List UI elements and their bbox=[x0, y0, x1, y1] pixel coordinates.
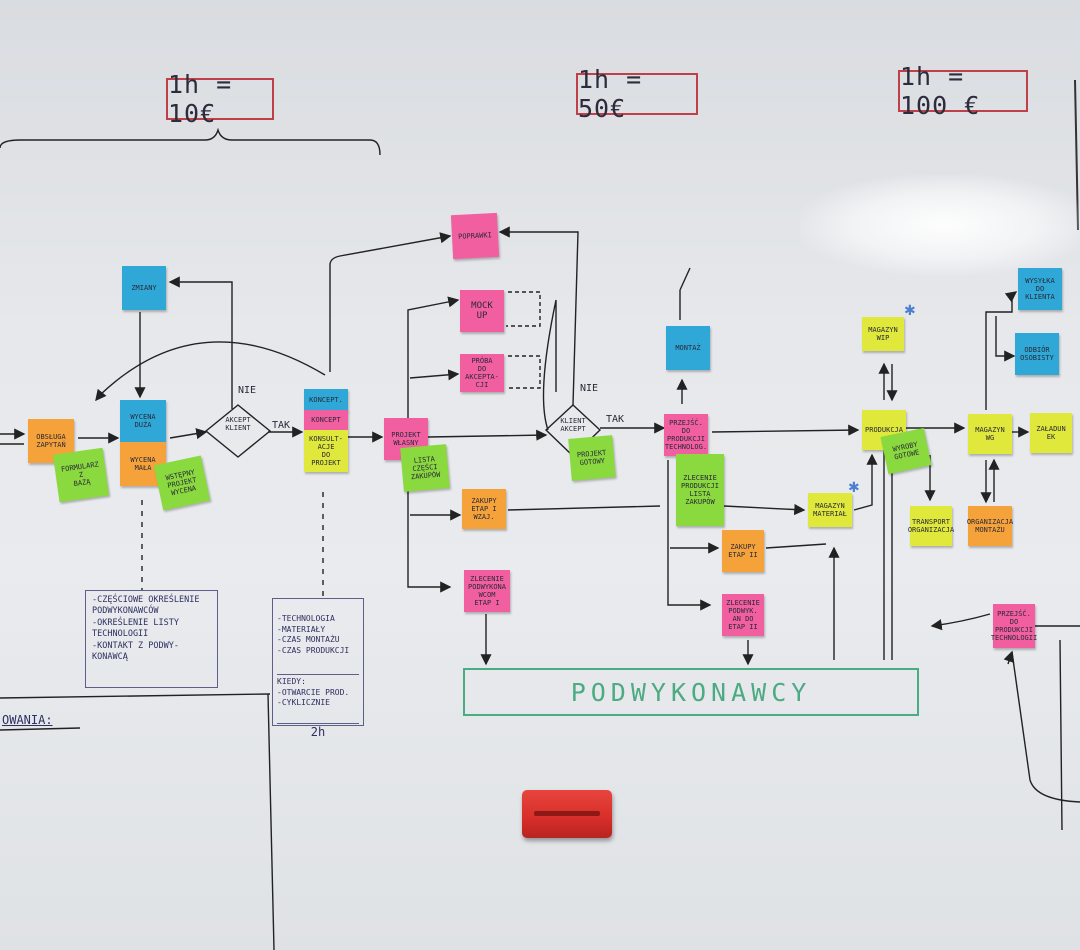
note-montaz: MONTAŻ bbox=[666, 326, 710, 370]
note-odbior: ODBIÓR OSOBISTY bbox=[1015, 333, 1059, 375]
note-koncept-2: KONCEPT bbox=[304, 410, 348, 430]
note-organizacja-montazu: ORGANIZACJA MONTAŻU bbox=[967, 506, 1013, 546]
note-koncept: KONCEPT. bbox=[304, 389, 348, 411]
note-zlecenie-etap-1: ZLECENIE PODWYKONA WCOM ETAP I bbox=[464, 570, 510, 612]
note-wstepny-projekt: WSTĘPNY PROJEKT WYCENA bbox=[153, 455, 211, 511]
label-nie-1: NIE bbox=[238, 385, 257, 396]
note-zlecenie-produkcji: ZLECENIE PRODUKCJI LISTA ZAKUPÓW bbox=[676, 454, 724, 526]
handwritten-right-list: -TECHNOLOGIA -MATERIAŁY -CZAS MONTAŻU -C… bbox=[277, 613, 350, 656]
rate-label-10: 1h = 10€ bbox=[166, 70, 274, 128]
eraser-icon[interactable] bbox=[522, 790, 612, 838]
note-przejscie-produkcji: PRZEJŚĆ. DO PRODUKCJI TECHNOLOG. bbox=[664, 414, 708, 456]
handwritten-right-box: -TECHNOLOGIA -MATERIAŁY -CZAS MONTAŻU -C… bbox=[272, 598, 364, 739]
handwritten-obowiazania: OWANIA: bbox=[2, 713, 53, 727]
handwritten-right-kiedy: KIEDY: -OTWARCIE PROD. -CYKLICZNIE bbox=[277, 673, 359, 709]
star-icon: ✱ bbox=[904, 302, 916, 318]
note-projekt-gotowy: PROJEKT GOTOWY bbox=[568, 435, 616, 481]
note-wysylka: WYSYŁKA DO KLIENTA bbox=[1018, 268, 1062, 310]
note-mock-up: MOCK UP bbox=[460, 290, 504, 332]
note-poprawki: POPRAWKI bbox=[450, 212, 500, 260]
note-zakupy-etap-1: ZAKUPY ETAP I WZAJ. bbox=[462, 489, 506, 529]
note-zlecenie-etap-2: ZLECENIE PODWYK. AN DO ETAP II bbox=[722, 594, 764, 636]
subcontractors-box: PODWYKONAWCY bbox=[463, 668, 919, 716]
note-zaladunek: ZAŁADUN EK bbox=[1030, 413, 1072, 453]
handwritten-left-box: -CZĘŚCIOWE OKREŚLENIE PODWYKONAWCÓW -OKR… bbox=[85, 590, 218, 688]
star-icon: ✱ bbox=[848, 479, 860, 495]
label-nie-2: NIE bbox=[580, 383, 599, 394]
note-lista-zakupow: LISTA CZĘŚCI ZAKUPÓW bbox=[400, 444, 450, 492]
note-konsultacje: KONSULT- ACJE DO PROJEKT bbox=[304, 430, 348, 472]
eraser-strip bbox=[534, 811, 600, 816]
rate-label-100: 1h = 100 € bbox=[898, 62, 1028, 120]
note-zmiany: ZMIANY bbox=[122, 266, 166, 310]
note-formularz: FORMULARZ Z BAZĄ bbox=[52, 447, 110, 503]
note-transport: TRANSPORT ORGANIZACJA bbox=[908, 506, 954, 546]
note-magazyn-wg: MAGAZYN WG bbox=[968, 414, 1012, 454]
note-przejscie-technologii: PRZEJŚĆ. DO PRODUKCJI TECHNOLOGII bbox=[991, 604, 1037, 648]
rate-label-50: 1h = 50€ bbox=[576, 65, 698, 123]
note-magazyn-wip: MAGAZYN WIP bbox=[862, 317, 904, 351]
note-wycena-duza: WYCENA DUŻA bbox=[120, 400, 166, 442]
handwritten-right-time: 2h bbox=[277, 722, 359, 740]
note-proba-akceptacji: PRÓBA DO AKCEPTA- CJI bbox=[460, 354, 504, 392]
label-tak-1: TAK bbox=[272, 420, 291, 431]
decision-akcept-klient-1: AKCEPT KLIENT bbox=[225, 416, 251, 432]
label-tak-2: TAK bbox=[606, 414, 625, 425]
note-magazyn-material: MAGAZYN MATERIAŁ bbox=[808, 493, 852, 527]
note-zakupy-etap-2: ZAKUPY ETAP II bbox=[722, 530, 764, 572]
decision-akcept-klient-2: KLIENT AKCEPT bbox=[560, 417, 586, 433]
